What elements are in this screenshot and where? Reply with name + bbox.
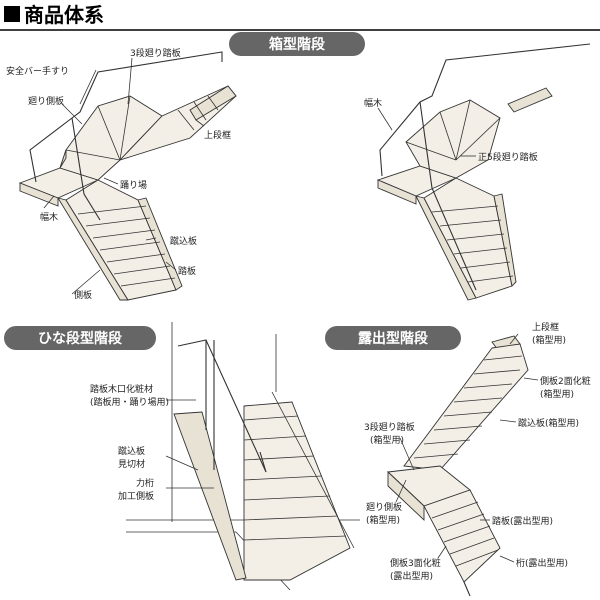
label-r-winder3-2: (箱型用) xyxy=(370,434,404,446)
landing-edge-right xyxy=(377,179,417,205)
lower-stringer-right xyxy=(137,197,183,291)
label-tread: 踏板 xyxy=(178,265,196,277)
label-r-winder-side-1: 廻り側板 xyxy=(366,501,402,513)
hina-stair-drawing xyxy=(126,322,360,591)
winder-right xyxy=(405,99,501,179)
label-winder-side: 廻り側板 xyxy=(28,95,64,107)
handrail-drop-left xyxy=(71,117,101,221)
landing-edge-left xyxy=(19,182,59,207)
label-upper-frame: 上段框 xyxy=(204,129,231,141)
label-riser: 蹴込板 xyxy=(170,235,197,247)
label-tread-material-1: 踏板木口化粧材 xyxy=(90,383,153,395)
pill-bg-box xyxy=(229,32,365,56)
label-landing: 踊り場 xyxy=(120,179,147,191)
lower-steps-right xyxy=(431,205,514,283)
label-tread-material-2: (踏板用・踊り場用) xyxy=(90,396,169,408)
label-r-side2-1: 側板2面化粧 xyxy=(540,375,591,387)
section-pill-box: 箱型階段 xyxy=(229,32,365,56)
label-r-upper-frame-2: (箱型用) xyxy=(532,334,566,346)
label-habaki-left: 幅木 xyxy=(40,211,58,223)
roshutsu-stair-drawing xyxy=(386,335,529,597)
label-safety-rail: 安全バー手すり xyxy=(6,65,69,77)
section-pill-hina: ひな段型階段 xyxy=(4,326,156,350)
section-title-box: 箱型階段 xyxy=(269,36,325,53)
label-r-side2-2: (箱型用) xyxy=(540,388,574,400)
box-stair-right-drawing xyxy=(376,43,591,301)
label-hina-riser-2: 見切材 xyxy=(118,458,145,470)
callout-lines xyxy=(43,57,539,563)
roshutsu-lower-steps xyxy=(431,501,499,567)
header: 商品体系 xyxy=(0,3,600,31)
label-hina-riser-1: 蹴込板 xyxy=(118,445,145,457)
handrail-drop-right xyxy=(419,101,477,291)
handrail-left xyxy=(29,51,223,183)
label-hina-girder-2: 加工側板 xyxy=(118,490,154,502)
roshutsu-upper-flight xyxy=(403,343,529,471)
hina-stairs xyxy=(243,401,351,581)
label-winder-3: 3段廻り踏板 xyxy=(130,47,181,59)
label-habaki-right: 幅木 xyxy=(364,97,382,109)
roshutsu-upper-steps xyxy=(413,355,523,459)
label-r-girder: 桁(露出型用) xyxy=(516,557,568,569)
label-r-winder3-1: 3段廻り踏板 xyxy=(364,421,415,433)
roshutsu-winder-side xyxy=(387,470,425,522)
pill-bg-hina xyxy=(4,326,156,350)
upper-frame-right xyxy=(507,87,553,113)
section-title-hina: ひな段型階段 xyxy=(38,330,122,347)
section-pill-roshutsu: 露出型階段 xyxy=(325,326,461,350)
label-r-winder-side-2: (箱型用) xyxy=(366,514,400,526)
page-title: 商品体系 xyxy=(24,3,104,27)
label-r-upper-frame-1: 上段框 xyxy=(532,321,559,333)
lower-steps-left xyxy=(77,205,176,287)
box-stair-left-drawing xyxy=(18,51,237,301)
hina-girder xyxy=(173,411,247,581)
label-r-tread: 踏板(露出型用) xyxy=(492,515,553,527)
label-r-riser: 蹴込板(箱型用) xyxy=(518,417,579,429)
label-winder-5: 正5段廻り踏板 xyxy=(478,151,538,163)
label-hina-girder-1: 力桁 xyxy=(136,477,154,489)
label-r-side3-2: (露出型用) xyxy=(390,570,433,582)
section-title-roshutsu: 露出型階段 xyxy=(358,330,428,347)
header-square-icon xyxy=(4,6,20,22)
label-stringer: 側板 xyxy=(74,289,92,301)
lower-stringer-right-b xyxy=(493,193,517,287)
winder-side-left xyxy=(59,149,67,169)
pill-bg-roshutsu xyxy=(325,326,461,350)
label-r-side3-1: 側板3面化粧 xyxy=(390,557,441,569)
handrail-right xyxy=(379,43,591,177)
